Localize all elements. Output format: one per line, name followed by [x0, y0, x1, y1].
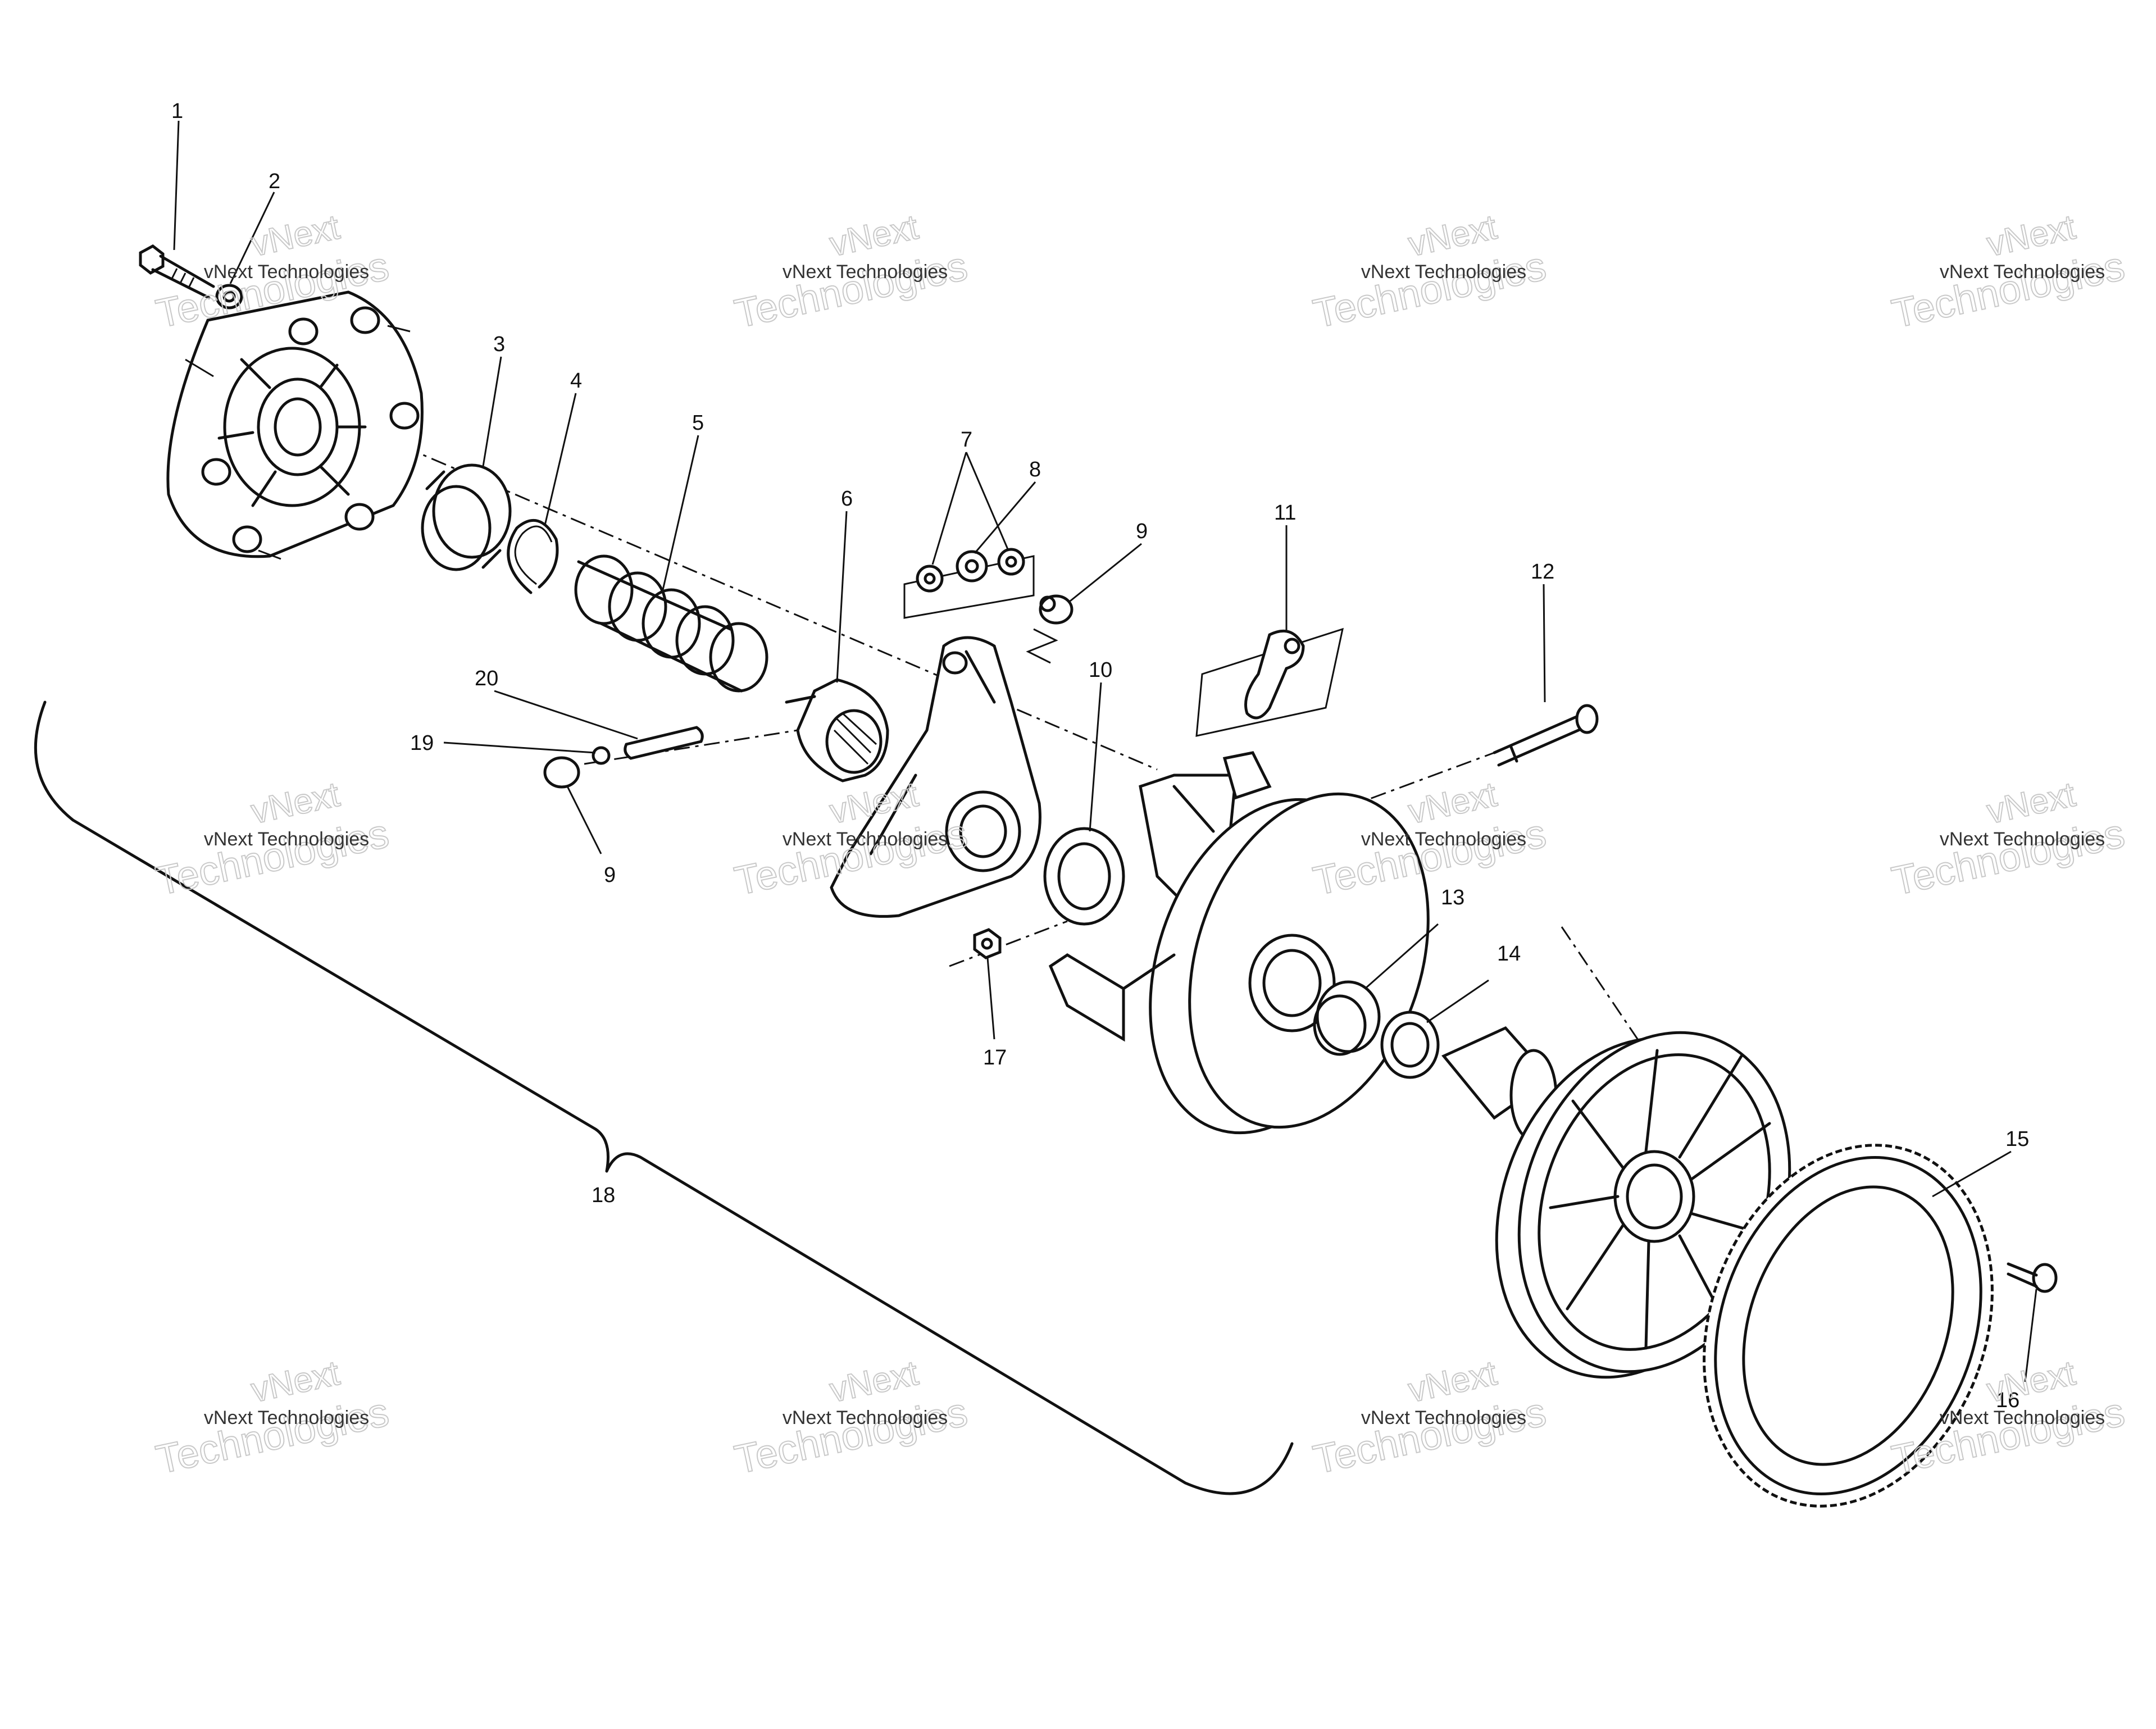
part-bolt [139, 244, 215, 299]
assembly-bracket-18 [34, 700, 1294, 1495]
callout-11: 11 [1274, 501, 1296, 525]
callout-13: 13 [1441, 886, 1464, 909]
callout-5: 5 [692, 411, 704, 435]
part-pin-20 [624, 726, 704, 760]
part-weight-11 [1195, 627, 1344, 737]
callout-3: 3 [493, 333, 505, 356]
callout-6: 6 [841, 487, 853, 511]
callout-16: 16 [1996, 1389, 2019, 1412]
callout-10: 10 [1089, 658, 1112, 682]
callout-14: 14 [1497, 942, 1521, 966]
part-washer-2-hole [222, 290, 236, 303]
callout-15: 15 [2005, 1127, 2029, 1151]
svg-text:vNext Technologies: vNext Technologies [204, 261, 369, 283]
part-washer-10 [1043, 827, 1125, 926]
callout-1: 1 [171, 99, 183, 123]
svg-text:vNext Technologies: vNext Technologies [1361, 1407, 1526, 1428]
svg-text:vNext Technologies: vNext Technologies [783, 261, 948, 283]
part-washers-7-8 [903, 548, 1035, 619]
part-moveable-sheave [1048, 751, 1430, 1135]
part-nut-17 [973, 928, 1002, 959]
axis-nut-17 [949, 920, 1068, 967]
part-spider-arm [830, 628, 1058, 918]
part-washer-2 [215, 284, 243, 310]
part-fixed-sheave [1441, 1026, 1791, 1379]
part-screw-16 [2007, 1262, 2058, 1293]
svg-text:vNext Technologies: vNext Technologies [1361, 829, 1526, 850]
callout-19: 19 [410, 731, 434, 755]
callout-labels: 1 2 3 4 5 6 7 8 9 9 10 11 12 13 14 15 16… [171, 99, 2029, 1412]
callout-18: 18 [592, 1184, 615, 1207]
part-washer-14 [1380, 1011, 1440, 1079]
callout-12: 12 [1531, 560, 1554, 584]
callout-4: 4 [570, 369, 582, 393]
center-axis-upper [292, 398, 1158, 771]
callout-9-lower: 9 [604, 863, 616, 887]
svg-text:vNext Technologies: vNext Technologies [204, 829, 369, 850]
svg-text:vNext Technologies: vNext Technologies [783, 1407, 948, 1428]
part-snap-ring-4-inner [514, 525, 553, 585]
part-snap-ring-4 [507, 518, 559, 594]
part-cover-plate [166, 290, 424, 560]
part-sleeve-6 [785, 678, 889, 782]
part-spring-5 [574, 554, 768, 693]
callout-2: 2 [269, 170, 280, 193]
svg-text:vNext Technologies: vNext Technologies [1940, 829, 2105, 850]
callout-17: 17 [983, 1046, 1007, 1070]
callout-20: 20 [475, 667, 498, 690]
svg-text:vNext Technologies: vNext Technologies [1940, 1407, 2105, 1428]
callout-8: 8 [1029, 458, 1041, 481]
part-bushing-3 [421, 463, 512, 571]
svg-text:vNext Technologies: vNext Technologies [1361, 261, 1526, 283]
svg-text:vNext Technologies: vNext Technologies [204, 1407, 369, 1428]
part-pin-bolt-12 [1493, 704, 1599, 767]
callout-9-upper: 9 [1136, 520, 1148, 543]
callout-7: 7 [961, 428, 972, 452]
part-ring-gear-15 [1703, 1144, 1994, 1508]
part-bushing-13 [1313, 980, 1381, 1056]
leader-lines [173, 120, 2037, 1382]
part-cap-19 [543, 746, 611, 789]
svg-text:vNext Technologies: vNext Technologies [783, 829, 948, 850]
axis-pin-19 [584, 729, 798, 765]
svg-text:vNext Technologies: vNext Technologies [1940, 261, 2105, 283]
part-roller-9-upper [1039, 594, 1074, 625]
axis-bolt-12 [1342, 752, 1495, 810]
